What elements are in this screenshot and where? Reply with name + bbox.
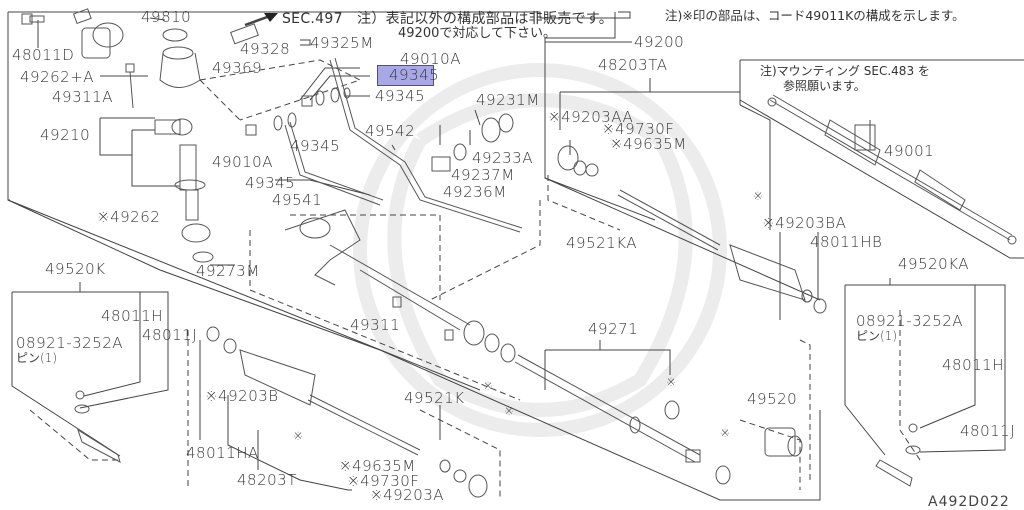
note-mounting-line2: 参照願います。	[783, 79, 866, 93]
label-49233A[interactable]: 49233A	[472, 149, 533, 167]
label-pin-left: ピン(1)	[16, 351, 57, 365]
label-48203T[interactable]: 48203T	[237, 471, 297, 489]
label-49262[interactable]: ※49262	[97, 208, 161, 226]
label-48011H-right[interactable]: 48011H	[942, 356, 1004, 374]
label-49635M-top[interactable]: ※49635M	[610, 135, 687, 153]
label-49273M[interactable]: 49273M	[196, 262, 260, 280]
label-48011D[interactable]: 48011D	[12, 46, 75, 64]
label-08921-3252A-left[interactable]: 08921-3252A	[16, 334, 124, 352]
label-49010A-mid[interactable]: 49010A	[212, 153, 273, 171]
note-non-sale: SEC.497 注）表記以外の構成部品は非販売です。	[282, 11, 614, 27]
note-non-sale-line2: 49200で対応して下さい。	[398, 26, 556, 41]
frame-lines	[7, 11, 1024, 501]
mark-asterisk: ※	[483, 379, 494, 393]
label-49311A[interactable]: 49311A	[52, 88, 113, 106]
sec497-arrow	[244, 13, 278, 27]
diagram-code: A492D022	[928, 494, 1010, 510]
label-49520K[interactable]: 49520K	[45, 260, 106, 278]
label-49325M[interactable]: 49325M	[310, 34, 374, 52]
label-48011HB[interactable]: 48011HB	[810, 233, 883, 251]
label-49521KA[interactable]: 49521KA	[566, 234, 638, 252]
label-49236M[interactable]: 49236M	[443, 183, 507, 201]
note-49011k-components: 注)※印の部品は、コード49011Kの構成を示します。	[665, 8, 965, 23]
label-49345-d[interactable]: 49345	[245, 174, 296, 192]
part-shapes	[21, 8, 1017, 498]
label-49231M[interactable]: 49231M	[476, 91, 540, 109]
label-49369[interactable]: 49369	[212, 59, 263, 77]
label-49730F-bottom[interactable]: ※49730F	[347, 472, 420, 490]
mark-asterisk: ※	[720, 426, 731, 440]
label-49311[interactable]: 49311	[350, 316, 401, 334]
label-49203BA[interactable]: ※49203BA	[762, 214, 847, 232]
label-49203B[interactable]: ※49203B	[205, 387, 279, 405]
highlighted-part-box	[377, 65, 434, 86]
label-49001[interactable]: 49001	[884, 142, 935, 160]
label-49542[interactable]: 49542	[365, 122, 416, 140]
label-49262-a[interactable]: 49262+A	[20, 68, 95, 86]
label-49345-c[interactable]: 49345	[290, 137, 341, 155]
label-49203A[interactable]: ※49203A	[370, 486, 445, 504]
label-49210[interactable]: 49210	[40, 126, 91, 144]
label-49541[interactable]: 49541	[272, 191, 323, 209]
label-49237M[interactable]: 49237M	[451, 166, 515, 184]
label-48011J-left[interactable]: 48011J	[142, 326, 198, 344]
label-48011HA[interactable]: 48011HA	[186, 444, 259, 462]
mark-asterisk: ※	[753, 189, 764, 203]
label-49328[interactable]: 49328	[240, 40, 291, 58]
mark-asterisk: ※	[504, 404, 515, 418]
mark-asterisk: ※	[293, 429, 304, 443]
label-49730F-top[interactable]: ※49730F	[602, 120, 675, 138]
label-48011H-left[interactable]: 48011H	[101, 307, 163, 325]
label-49345-b[interactable]: 49345	[375, 87, 426, 105]
label-49520KA[interactable]: 49520KA	[898, 255, 970, 273]
label-49635M-bottom[interactable]: ※49635M	[339, 457, 416, 475]
label-49345-highlighted[interactable]: 49345	[389, 66, 440, 84]
label-49203AA[interactable]: ※49203AA	[548, 108, 634, 126]
label-49271[interactable]: 49271	[588, 320, 639, 338]
label-49810[interactable]: 49810	[141, 8, 192, 26]
note-mounting: 注)マウンティング SEC.483 を	[760, 64, 930, 78]
label-48011J-right[interactable]: 48011J	[960, 422, 1016, 440]
label-49520[interactable]: 49520	[747, 390, 798, 408]
label-49521K[interactable]: 49521K	[404, 389, 465, 407]
label-08921-3252A-right[interactable]: 08921-3252A	[856, 312, 964, 330]
label-48203TA[interactable]: 48203TA	[598, 56, 668, 74]
label-49010A-top[interactable]: 49010A	[400, 50, 461, 68]
label-49200[interactable]: 49200	[634, 33, 685, 51]
mark-asterisk: ※	[666, 375, 677, 389]
label-pin-right: ピン(1)	[856, 329, 897, 343]
